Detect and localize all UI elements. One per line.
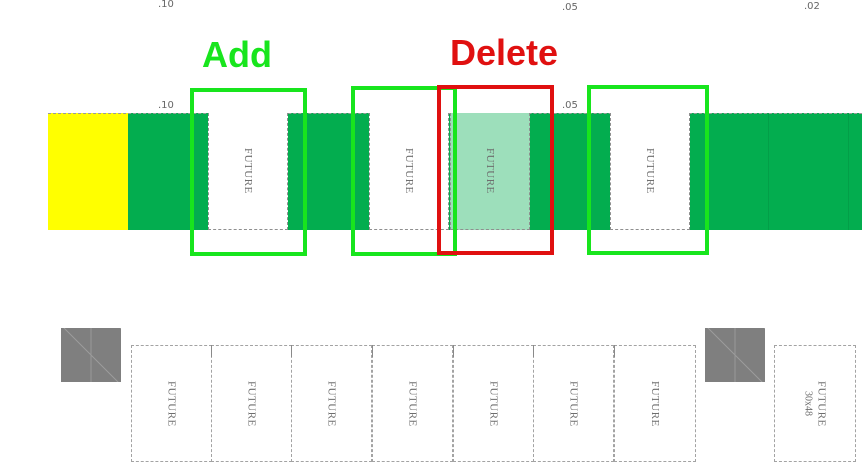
add-selection-box[interactable] [351, 86, 457, 256]
booth-label: FUTURE [245, 380, 258, 427]
future-booth-slot[interactable]: FUTURE [610, 113, 690, 230]
future-booth-slot[interactable]: FUTURE [453, 345, 534, 462]
future-booth-slot[interactable]: FUTURE [211, 345, 292, 462]
column-marker [533, 345, 534, 357]
delete-label: Delete [450, 32, 559, 73]
future-booth-slot[interactable]: FUTURE [372, 345, 453, 462]
column-block [61, 328, 121, 382]
booth-label: FUTURE [165, 380, 178, 427]
add-label: Add [202, 34, 272, 75]
booth-label: FUTURE [403, 148, 415, 194]
column-marker [453, 345, 454, 357]
booth-label: FUTURE [644, 148, 656, 194]
booth-label: FUTURE [649, 380, 661, 427]
booth-label: FUTURE [487, 380, 500, 427]
column-marker [291, 345, 292, 357]
booth-label: FUTURE [325, 380, 338, 427]
future-booth-slot[interactable]: FUTURE [291, 345, 372, 462]
column-block [705, 328, 765, 382]
booth-label: FUTURE [484, 148, 496, 194]
column-marker [614, 345, 615, 357]
future-booth-slot[interactable]: FUTURE 30x48 [774, 345, 856, 462]
dimension-label: .02 [804, 1, 820, 12]
column-marker [372, 345, 373, 357]
booth-label: FUTURE [406, 380, 419, 427]
dimension-label: .05 [562, 100, 578, 111]
delete-selection-box[interactable] [437, 85, 554, 255]
dimension-label: .05 [562, 2, 578, 13]
booth-label: FUTURE [815, 380, 828, 427]
booth-label: FUTURE [567, 380, 580, 427]
dimension-label: .10 [158, 100, 174, 111]
add-selection-box[interactable] [190, 88, 307, 256]
future-booth-slot[interactable]: FUTURE [614, 345, 696, 462]
booth-size-label: 30x48 [802, 391, 814, 416]
booth-label-group: FUTURE 30x48 [803, 381, 828, 427]
booth-divider [848, 113, 849, 230]
column-marker [211, 345, 212, 357]
dimension-label: .10 [158, 0, 174, 10]
future-booth-slot[interactable]: FUTURE [208, 113, 288, 230]
add-selection-box[interactable] [587, 85, 709, 255]
future-booth-slot-selected[interactable]: FUTURE [450, 113, 530, 230]
future-booth-slot[interactable]: FUTURE [533, 345, 614, 462]
booth-label: FUTURE [242, 148, 254, 194]
yellow-booth[interactable] [48, 113, 128, 230]
future-booth-slot[interactable]: FUTURE [131, 345, 212, 462]
future-booth-slot[interactable]: FUTURE [369, 113, 449, 230]
lower-booth-row: FUTURE FUTURE FUTURE FUTURE FUTURE FUTUR… [131, 345, 696, 462]
booth-divider [768, 113, 769, 230]
